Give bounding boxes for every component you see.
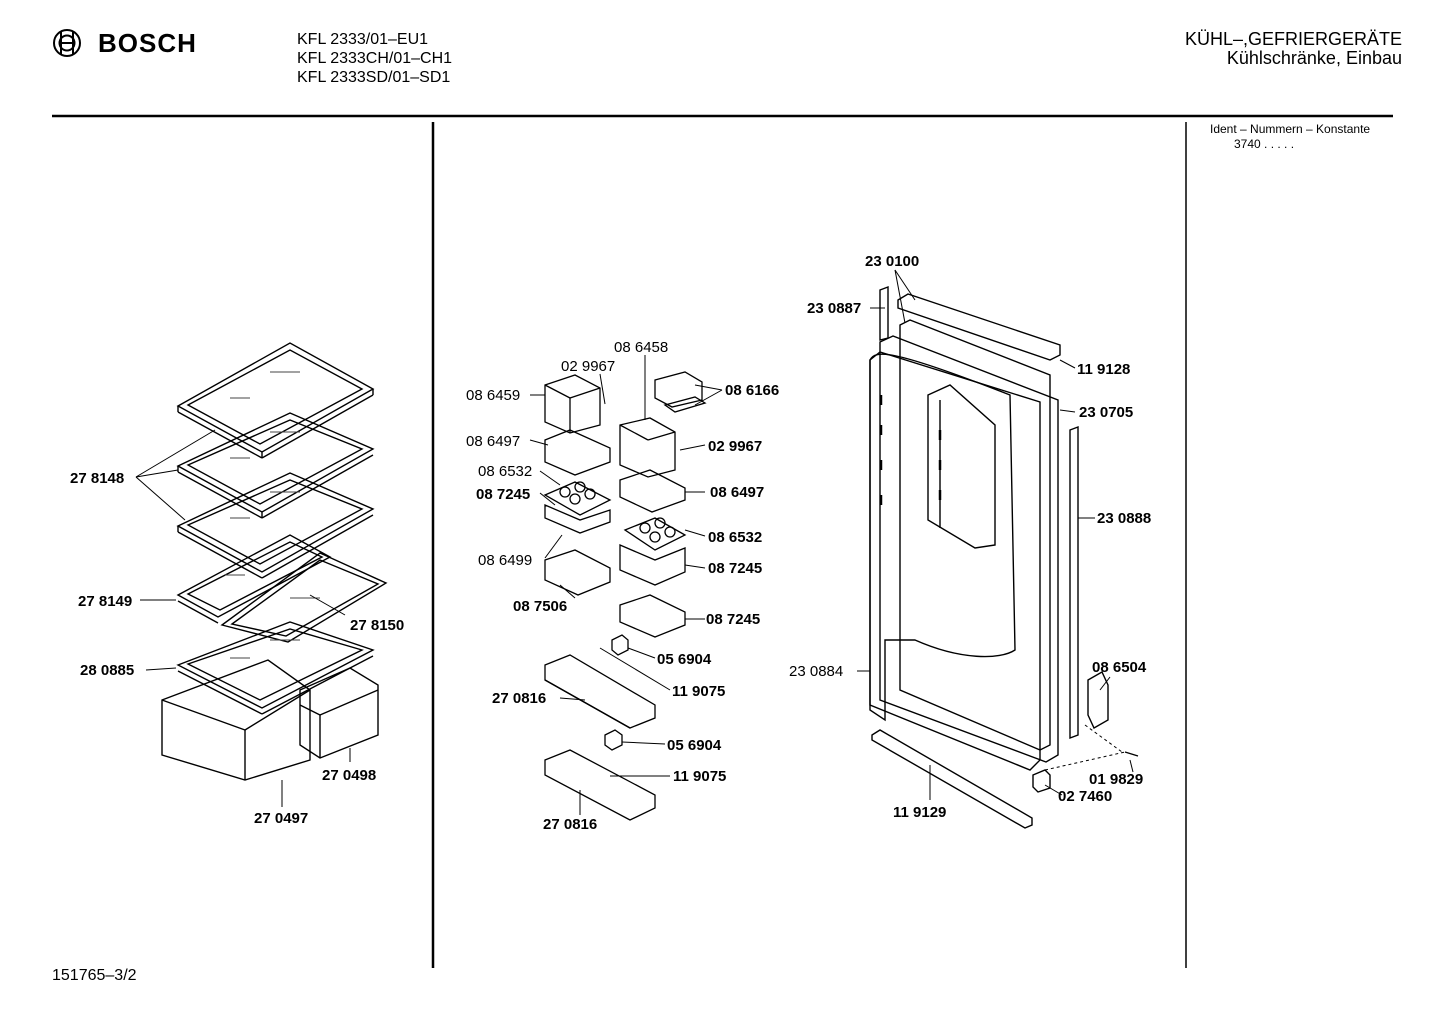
part-label: 11 9075	[673, 768, 726, 785]
ident-block: Ident – Nummern – Konstante 3740 . . . .…	[1210, 122, 1370, 152]
part-label: 05 6904	[667, 737, 722, 754]
model-number: KFL 2333SD/01–SD1	[297, 69, 451, 86]
part-label: 08 6499	[478, 552, 532, 569]
door-panel-drawing	[869, 285, 1139, 829]
part-label: 08 6504	[1092, 659, 1147, 676]
part-label: 08 7245	[708, 560, 762, 577]
part-label: 27 0816	[492, 690, 546, 707]
part-label: 05 6904	[657, 651, 712, 668]
part-label: 11 9075	[672, 683, 725, 700]
category-subtitle: Kühlschränke, Einbau	[1226, 48, 1402, 68]
brand-name: BOSCH	[98, 27, 197, 58]
part-label: 27 0816	[543, 816, 597, 833]
part-label: 27 0498	[322, 767, 376, 784]
part-label: 27 8150	[350, 617, 404, 634]
part-label: 02 9967	[561, 358, 615, 375]
bosch-armature-icon	[53, 29, 81, 57]
left-leader-lines	[135, 429, 351, 807]
right-leader-lines	[857, 269, 1134, 800]
category-block: KÜHL–,GEFRIERGERÄTE Kühlschränke, Einbau	[1185, 30, 1402, 68]
ident-label: Ident – Nummern – Konstante	[1210, 122, 1371, 136]
part-label: 08 6532	[478, 463, 532, 480]
part-label: 11 9129	[893, 804, 946, 821]
part-label: 08 6532	[708, 529, 762, 546]
part-label: 08 6458	[614, 339, 668, 356]
model-number: KFL 2333/01–EU1	[297, 31, 429, 48]
door-accessories-drawing	[543, 371, 707, 821]
doc-number: 151765–3/2	[52, 967, 137, 984]
model-number: KFL 2333CH/01–CH1	[297, 50, 453, 67]
part-label: 23 0100	[865, 253, 919, 270]
model-list: KFL 2333/01–EU1 KFL 2333CH/01–CH1 KFL 23…	[297, 30, 452, 87]
part-label: 23 0884	[789, 663, 843, 680]
part-number-labels: 27 8148 27 8149 28 0885 27 8150 27 0498 …	[70, 253, 1151, 833]
part-label: 23 0887	[807, 300, 861, 317]
frame-lines	[52, 114, 1393, 968]
part-label: 08 6459	[466, 387, 520, 404]
part-label: 08 7245	[476, 486, 530, 503]
part-label: 08 6497	[466, 433, 520, 450]
part-label: 27 0497	[254, 810, 308, 827]
part-label: 28 0885	[80, 662, 134, 679]
part-label: 23 0705	[1079, 404, 1133, 421]
glass-shelves-drawing	[161, 342, 388, 781]
part-label: 27 8149	[78, 593, 132, 610]
part-label: 23 0888	[1097, 510, 1151, 527]
part-label: 08 7245	[706, 611, 760, 628]
ident-value: 3740 . . . . .	[1234, 137, 1295, 151]
part-label: 08 7506	[513, 598, 567, 615]
part-label: 08 6497	[710, 484, 764, 501]
part-label: 01 9829	[1089, 771, 1143, 788]
category-title: KÜHL–,GEFRIERGERÄTE	[1184, 29, 1402, 49]
part-label: 02 9967	[708, 438, 762, 455]
part-label: 02 7460	[1058, 788, 1112, 805]
part-label: 27 8148	[70, 470, 124, 487]
part-label: 11 9128	[1077, 361, 1130, 378]
part-label: 08 6166	[725, 382, 779, 399]
brand: BOSCH	[52, 26, 197, 60]
middle-leader-lines	[529, 355, 723, 815]
